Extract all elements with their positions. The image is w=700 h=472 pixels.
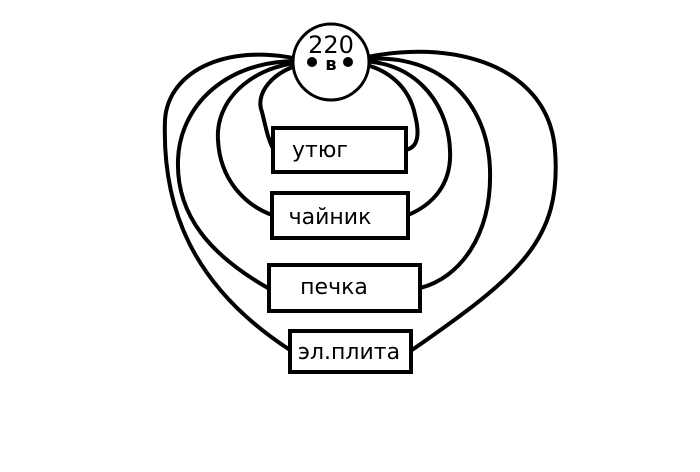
appliance-iron: утюг <box>271 126 408 174</box>
appliance-box <box>267 263 422 313</box>
appliance-box <box>270 191 410 240</box>
wire-hotplate-right <box>346 49 558 352</box>
wire-hotplate-left <box>162 52 312 352</box>
wire-iron-left <box>258 60 312 152</box>
appliance-box <box>288 329 413 374</box>
wire-kettle-left <box>215 60 312 217</box>
wire-stove-left <box>175 59 312 290</box>
voltage-value: 220 <box>308 31 354 59</box>
wire-iron-right <box>346 60 420 152</box>
appliance-electric-hotplate: эл.плита <box>288 329 413 374</box>
wire-stove-right <box>346 56 493 290</box>
appliance-kettle: чайник <box>270 191 410 240</box>
appliance-label: печка <box>300 275 368 300</box>
power-source: 220 в <box>291 22 371 102</box>
appliance-stove: печка <box>267 263 422 313</box>
appliance-label: утюг <box>292 138 348 163</box>
appliance-box <box>271 126 408 174</box>
terminal-left <box>307 57 317 67</box>
appliance-label: эл.плита <box>298 340 400 365</box>
wire-kettle-right <box>346 59 453 217</box>
voltage-unit: в <box>325 54 336 75</box>
terminal-right <box>343 57 353 67</box>
power-source-circle <box>291 22 371 102</box>
appliance-label: чайник <box>289 205 372 230</box>
